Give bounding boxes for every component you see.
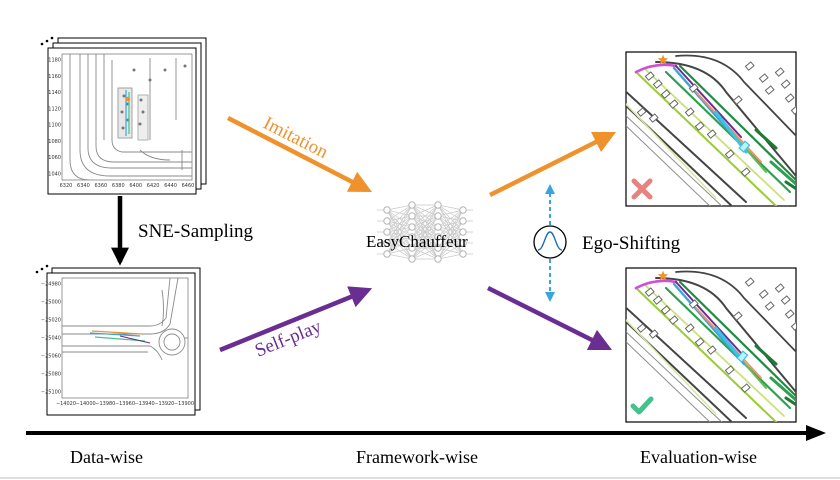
bottom-plot-ticks: −14020−14000−13980−13960−13940−13920−139… bbox=[41, 282, 194, 408]
x-tick-label: 6380 bbox=[112, 183, 125, 189]
model-name: EasyChauffeur bbox=[366, 232, 468, 251]
x-tick-label: −13960 bbox=[115, 401, 135, 407]
x-tick-label: −13900 bbox=[174, 401, 194, 407]
bottom-plot-map bbox=[62, 278, 188, 361]
y-tick-label: −24980 bbox=[41, 282, 61, 288]
y-tick-label: 1060 bbox=[48, 155, 61, 161]
ellipsis-icon bbox=[35, 264, 49, 274]
timeline-arrowhead bbox=[806, 425, 826, 441]
section-evaluation: Evaluation-wise bbox=[640, 447, 757, 467]
ego-shifting-label: Ego-Shifting bbox=[582, 233, 681, 254]
imitation-arrow bbox=[226, 115, 373, 193]
y-tick-label: −25040 bbox=[41, 336, 61, 342]
y-tick-label: 1180 bbox=[48, 58, 61, 64]
x-tick-label: 6320 bbox=[60, 183, 73, 189]
x-tick-label: 6400 bbox=[129, 183, 142, 189]
y-tick-label: −25100 bbox=[41, 390, 61, 396]
y-tick-label: −25000 bbox=[41, 300, 61, 306]
self-play-arrow bbox=[219, 286, 373, 353]
fail-output-arrow bbox=[488, 131, 617, 198]
neural-network-icon bbox=[377, 201, 473, 263]
x-tick-label: −14020 bbox=[56, 401, 76, 407]
cross-icon bbox=[631, 178, 653, 200]
success-output-arrow bbox=[486, 285, 613, 351]
x-tick-label: 6460 bbox=[182, 183, 195, 189]
eval-panel-success bbox=[625, 267, 797, 423]
section-framework: Framework-wise bbox=[356, 447, 478, 467]
top-plot-map bbox=[69, 54, 192, 180]
x-tick-label: 6360 bbox=[94, 183, 107, 189]
x-tick-label: −13980 bbox=[95, 401, 115, 407]
x-tick-label: 6440 bbox=[164, 183, 177, 189]
y-tick-label: −25060 bbox=[41, 354, 61, 360]
eval-panel-fail bbox=[625, 51, 797, 207]
x-tick-label: 6340 bbox=[77, 183, 90, 189]
y-tick-label: 1080 bbox=[48, 139, 61, 145]
y-tick-label: 1120 bbox=[48, 106, 61, 112]
x-tick-label: 6420 bbox=[147, 183, 160, 189]
y-tick-label: −25080 bbox=[41, 372, 61, 378]
ellipsis-icon bbox=[40, 36, 54, 46]
x-tick-label: −13940 bbox=[135, 401, 155, 407]
top-plot-stack: 6320 6340 6360 6380 6400 6420 6440 6460 1180 1160… bbox=[40, 36, 207, 195]
x-tick-label: −14000 bbox=[76, 401, 96, 407]
bottom-plot-stack: −14020−14000−13980−13960−13940−13920−139… bbox=[35, 264, 201, 416]
y-tick-label: 1100 bbox=[48, 123, 61, 129]
y-tick-label: 1160 bbox=[48, 74, 61, 80]
y-tick-label: −25020 bbox=[41, 318, 61, 324]
ego-shifting-indicator bbox=[533, 184, 567, 302]
x-tick-label: −13920 bbox=[154, 401, 174, 407]
gaussian-curve-icon bbox=[533, 225, 567, 259]
check-icon bbox=[630, 396, 654, 415]
top-plot-ticks: 6320 6340 6360 6380 6400 6420 6440 6460 1180 1160… bbox=[48, 58, 194, 190]
y-tick-label: 1140 bbox=[48, 90, 61, 96]
section-data: Data-wise bbox=[70, 447, 143, 467]
y-tick-label: 1040 bbox=[48, 172, 61, 178]
sne-sampling-label: SNE-Sampling bbox=[138, 221, 254, 242]
